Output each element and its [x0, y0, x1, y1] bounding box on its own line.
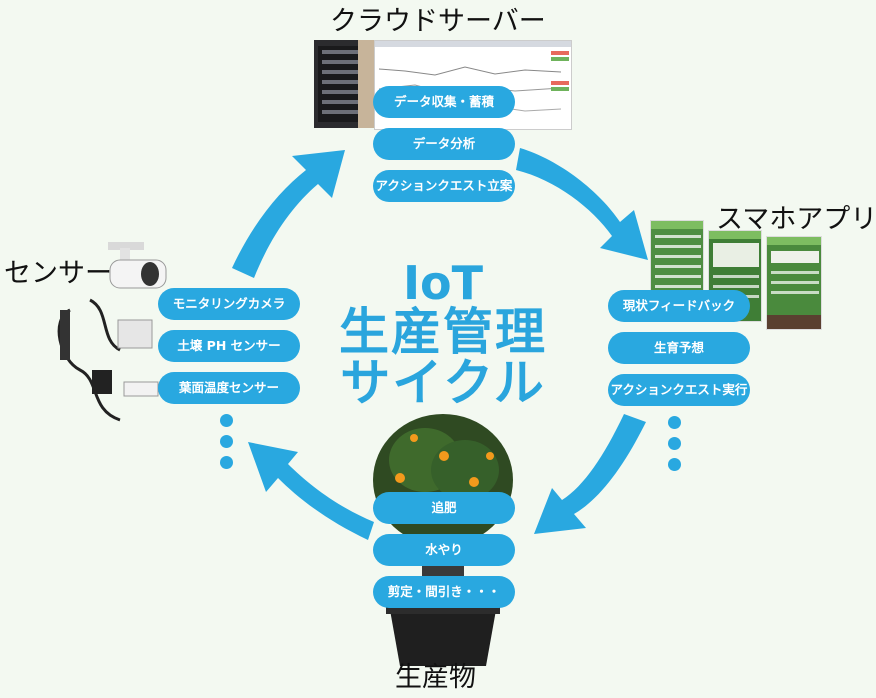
app-more-dots [668, 416, 682, 479]
arrow-plant-to-sensor [248, 442, 374, 540]
pill-action-execution: アクションクエスト実行 [608, 374, 750, 406]
pill-action-planning: アクションクエスト立案 [373, 170, 515, 202]
pill-monitoring-camera: モニタリングカメラ [158, 288, 300, 320]
arrow-sensor-to-cloud [232, 150, 345, 278]
center-line-2: 生産管理 [339, 302, 547, 361]
app-title: スマホアプリ [716, 204, 876, 235]
center-line-1: IoT [402, 256, 484, 310]
center-line-3: サイクル [340, 353, 546, 412]
sensor-devices [57, 242, 167, 422]
pill-watering: 水やり [373, 534, 515, 566]
pill-fertilizing: 追肥 [373, 492, 515, 524]
arrow-app-to-plant [534, 414, 646, 534]
plant-title: 生産物 [395, 662, 476, 693]
pill-soil-ph-sensor: 土壌 PH センサー [158, 330, 300, 362]
sensor-more-dots [220, 414, 234, 477]
pill-status-feedback: 現状フィードバック [608, 290, 750, 322]
pill-data-collection: データ収集・蓄積 [373, 86, 515, 118]
cloud-title: クラウドサーバー [330, 6, 546, 37]
arrow-cloud-to-app [516, 148, 648, 260]
sensor-title: センサー [4, 258, 112, 289]
pill-leaf-temp-sensor: 葉面温度センサー [158, 372, 300, 404]
pill-pruning: 剪定・間引き・・・ [373, 576, 515, 608]
server-photo [314, 40, 374, 128]
pill-growth-forecast: 生育予想 [608, 332, 750, 364]
center-label: IoT 生産管理 サイクル [318, 260, 568, 409]
app-screenshot-3 [766, 236, 822, 330]
pill-data-analysis: データ分析 [373, 128, 515, 160]
